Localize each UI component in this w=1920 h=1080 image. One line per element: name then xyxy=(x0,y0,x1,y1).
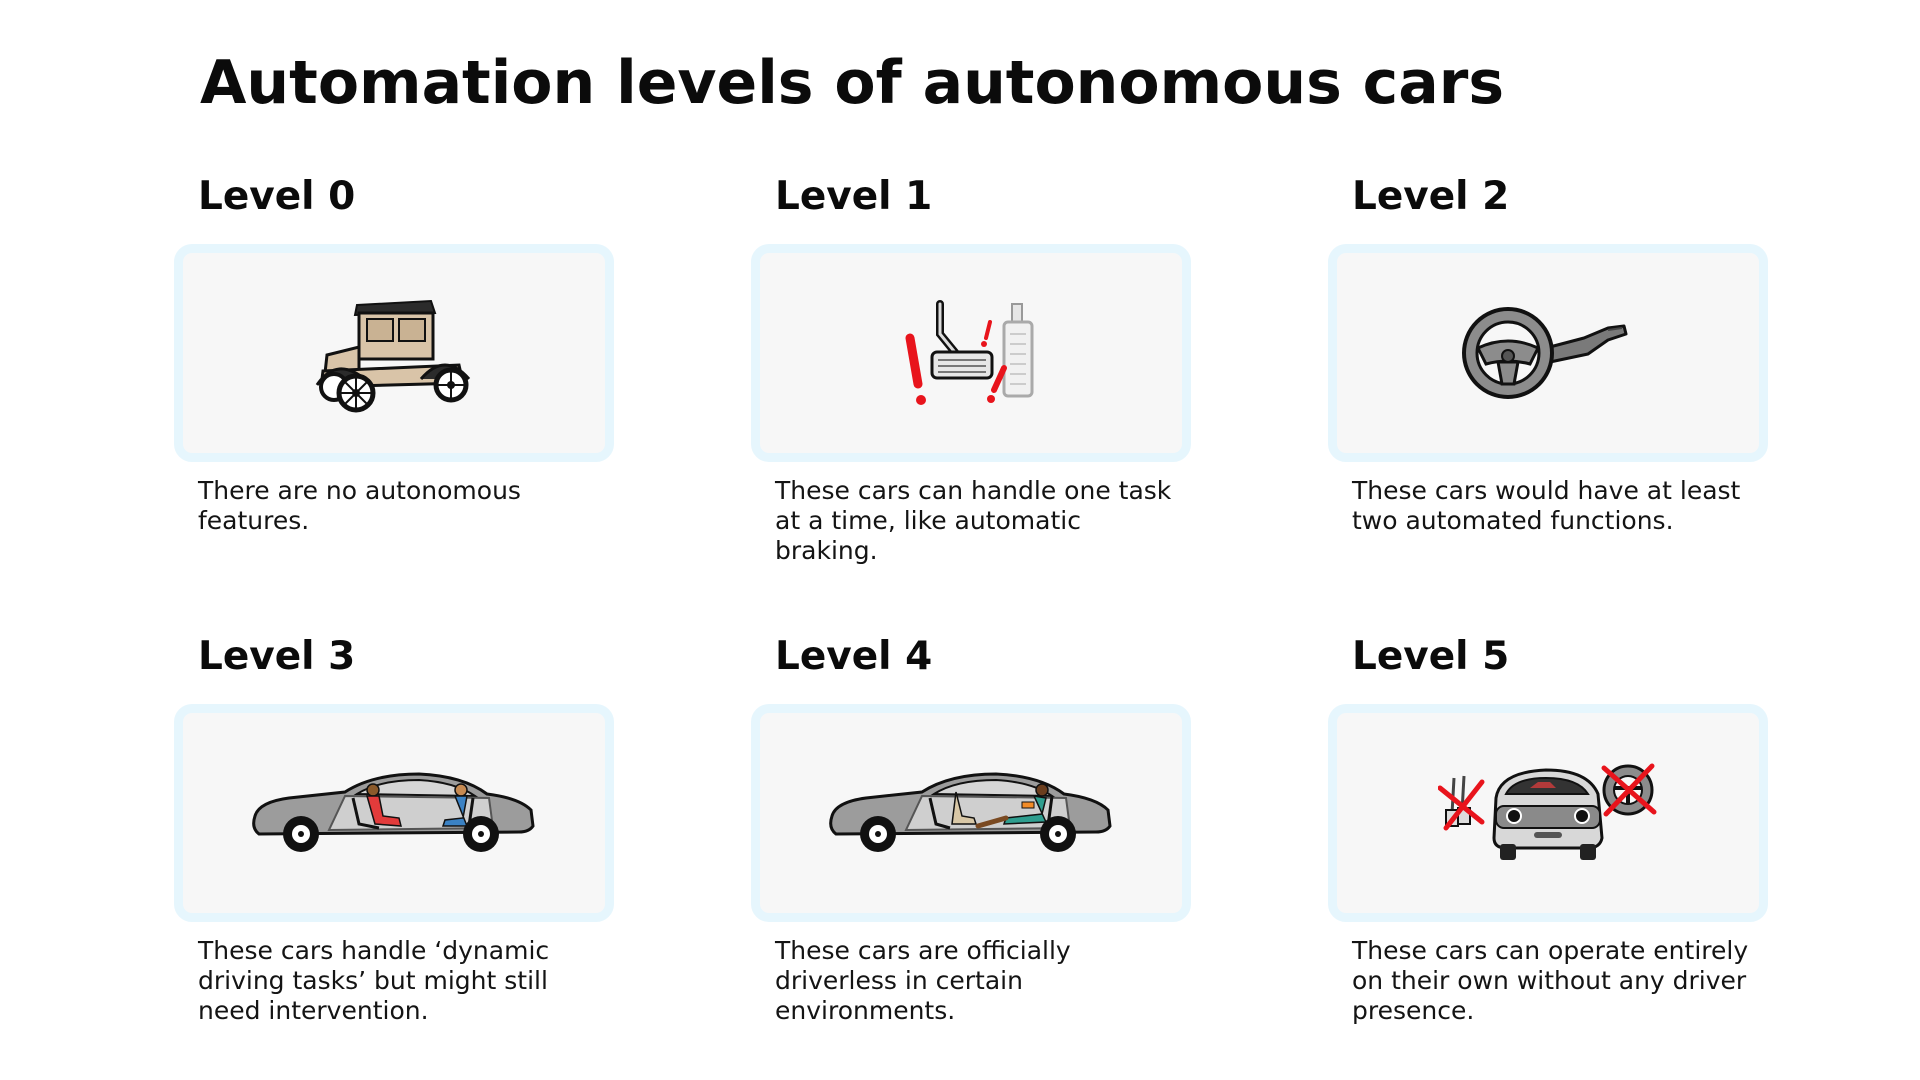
level-1-description: These cars can handle one task at a time… xyxy=(775,476,1172,565)
level-3-section: Level 3 Th xyxy=(174,632,614,1026)
level-0-heading: Level 0 xyxy=(198,174,356,219)
level-0-card xyxy=(174,244,614,462)
driverless-car-no-controls-icon xyxy=(1438,763,1657,860)
level-0-section: Level 0 xyxy=(174,172,614,536)
level-4-card xyxy=(751,704,1191,922)
level-5-section: Level 5 xyxy=(1328,632,1768,1026)
brake-pedal-alert-icon xyxy=(905,300,1034,405)
vintage-car-icon xyxy=(315,299,471,413)
level-2-description: These cars would have at least two autom… xyxy=(1352,476,1741,535)
steering-wheel-icon xyxy=(1462,307,1628,399)
level-3-card xyxy=(174,704,614,922)
level-5-heading: Level 5 xyxy=(1352,634,1510,679)
level-2-section: Level 2 These cars would have at least t… xyxy=(1328,172,1768,536)
level-4-description: These cars are officially driverless in … xyxy=(775,936,1071,1025)
level-2-heading: Level 2 xyxy=(1352,174,1510,219)
level-5-description: These cars can operate entirely on their… xyxy=(1352,936,1749,1025)
crossed-steering-wheel-icon xyxy=(1601,763,1657,817)
sedan-reclining-driver-icon xyxy=(829,772,1112,852)
level-2-card xyxy=(1328,244,1768,462)
crossed-pedals-icon xyxy=(1438,775,1485,831)
level-1-heading: Level 1 xyxy=(775,174,933,219)
level-5-card xyxy=(1328,704,1768,922)
level-4-section: Level 4 xyxy=(751,632,1191,1026)
level-3-description: These cars handle ‘dynamic driving tasks… xyxy=(198,936,550,1025)
level-3-heading: Level 3 xyxy=(198,634,356,679)
level-1-card xyxy=(751,244,1191,462)
level-0-description: There are no autonomous features. xyxy=(198,476,521,535)
sedan-with-driver-icon xyxy=(252,772,535,852)
level-4-heading: Level 4 xyxy=(775,634,933,679)
level-1-section: Level 1 These cars xyxy=(751,172,1191,566)
page-title: Automation levels of autonomous cars xyxy=(200,48,1505,118)
